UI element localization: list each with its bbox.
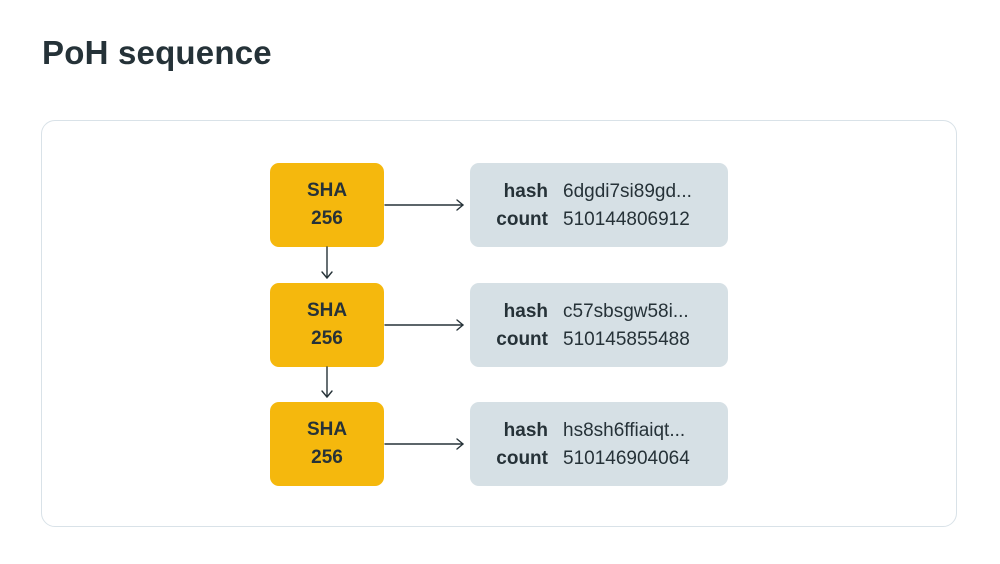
- hash-row: hash 6dgdi7si89gd...: [470, 178, 728, 206]
- sha256-label-line1: SHA: [306, 419, 348, 440]
- sha256-label-line2: 256: [311, 447, 343, 468]
- state-box-1: hash 6dgdi7si89gd... count 510144806912: [470, 163, 728, 247]
- sha256-label-line1: SHA: [306, 300, 348, 321]
- count-value: 510145855488: [563, 329, 690, 350]
- count-key-label: count: [496, 209, 548, 230]
- hash-row: hash hs8sh6ffiaiqt...: [470, 417, 728, 445]
- state-box-3: hash hs8sh6ffiaiqt... count 510146904064: [470, 402, 728, 486]
- hash-row: hash c57sbsgw58i...: [470, 298, 728, 326]
- sha256-label-line2: 256: [311, 328, 343, 349]
- count-value: 510144806912: [563, 209, 690, 230]
- hash-value: hs8sh6ffiaiqt...: [563, 420, 686, 441]
- count-row: count 510146904064: [470, 445, 728, 473]
- count-row: count 510145855488: [470, 326, 728, 354]
- count-row: count 510144806912: [470, 206, 728, 234]
- count-key-label: count: [496, 329, 548, 350]
- sha256-box-1: SHA 256: [270, 163, 384, 247]
- sha256-box-3: SHA 256: [270, 402, 384, 486]
- hash-value: c57sbsgw58i...: [563, 301, 689, 322]
- page-title: PoH sequence: [42, 34, 272, 71]
- hash-value: 6dgdi7si89gd...: [563, 181, 692, 202]
- sha256-label-line2: 256: [311, 208, 343, 229]
- sha256-label-line1: SHA: [306, 180, 348, 201]
- hash-key-label: hash: [503, 301, 548, 322]
- hash-key-label: hash: [503, 181, 548, 202]
- count-key-label: count: [496, 448, 548, 469]
- state-box-2: hash c57sbsgw58i... count 510145855488: [470, 283, 728, 367]
- count-value: 510146904064: [563, 448, 690, 469]
- hash-key-label: hash: [503, 420, 548, 441]
- sha256-box-2: SHA 256: [270, 283, 384, 367]
